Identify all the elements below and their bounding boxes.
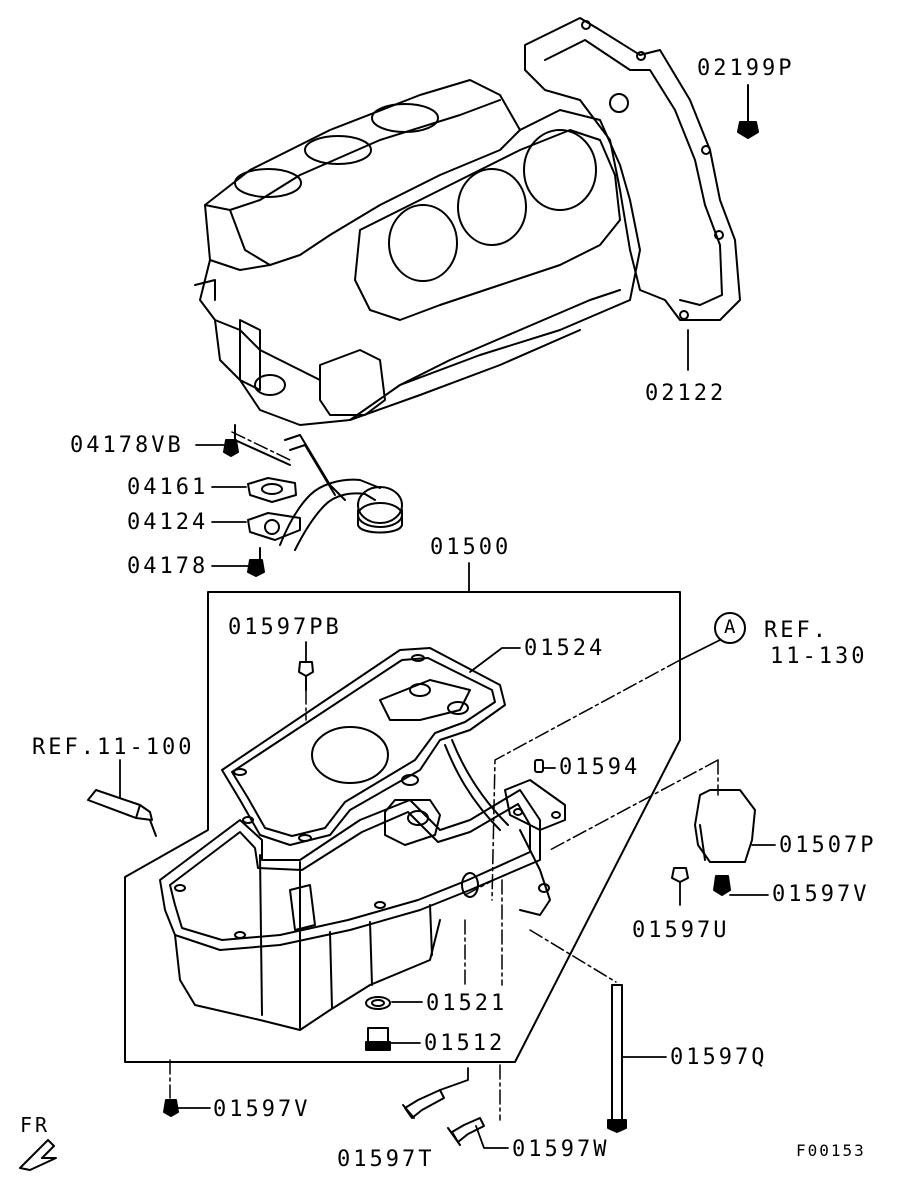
ref-a-text-line-1: REF. <box>764 618 829 643</box>
figure-code: F00153 <box>796 1141 866 1160</box>
ref-a-text-line-2: 11-130 <box>770 644 868 669</box>
lower-oil-pan <box>159 739 566 1031</box>
rear-plate <box>524 17 741 321</box>
part-label-04161: 04161 <box>127 475 209 500</box>
part-label-01597q: 01597Q <box>670 1045 768 1070</box>
part-label-01524: 01524 <box>524 636 606 661</box>
part-label-01597w: 01597W <box>512 1137 610 1162</box>
upper-oil-pan <box>221 647 506 846</box>
leader-lines <box>119 329 776 1149</box>
fasteners <box>87 84 759 1146</box>
part-label-02199p: 02199P <box>697 56 795 81</box>
part-label-01521: 01521 <box>426 991 508 1016</box>
oil-strainer <box>234 424 403 561</box>
front-direction-label: FR <box>20 1113 51 1137</box>
ref-a-letter: A <box>724 616 736 638</box>
part-label-04178: 04178 <box>127 554 209 579</box>
part-label-01597pb: 01597PB <box>228 615 342 640</box>
part-label-01512: 01512 <box>424 1031 506 1056</box>
front-direction-arrow <box>19 1139 57 1171</box>
engine-block <box>194 79 641 426</box>
part-label-01597v-bottom: 01597V <box>213 1097 311 1122</box>
part-label-02122: 02122 <box>645 381 727 406</box>
part-label-01500: 01500 <box>430 535 512 560</box>
ref-a-circle <box>714 612 746 644</box>
part-label-01597t: 01597T <box>337 1147 435 1172</box>
part-label-04124: 04124 <box>127 510 209 535</box>
reference-lines <box>169 431 719 1121</box>
part-label-01597u: 01597U <box>632 918 730 943</box>
assembly-frame <box>124 591 681 1063</box>
ref-sealant-label: REF.11-100 <box>32 735 195 760</box>
part-label-01594: 01594 <box>559 755 641 780</box>
part-label-04178vb: 04178VB <box>70 433 184 458</box>
part-label-01597v-right: 01597V <box>772 882 870 907</box>
part-label-01507p: 01507P <box>779 833 877 858</box>
